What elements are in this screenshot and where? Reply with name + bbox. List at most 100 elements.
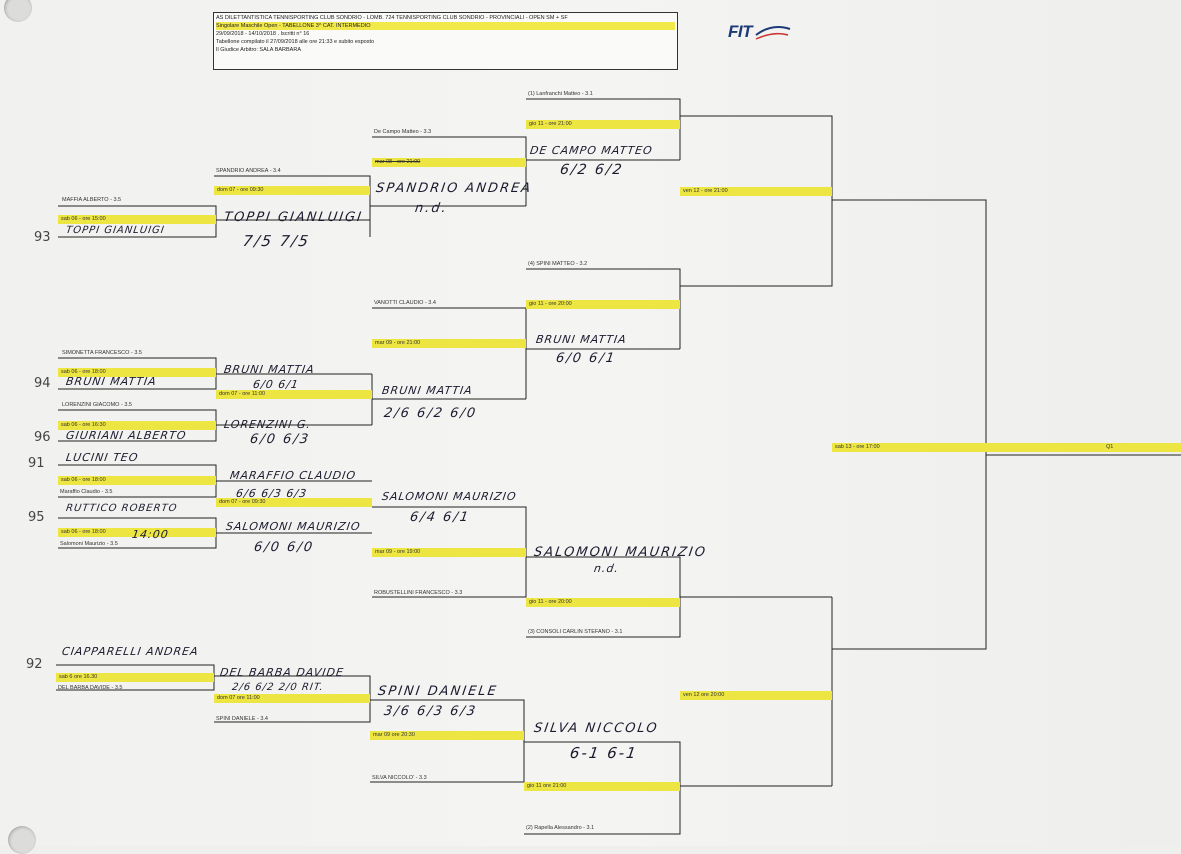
player-label: (3) CONSOLI CARLIN STEFANO - 3.1	[528, 629, 623, 635]
handwritten-score: 6/0 6/3	[248, 432, 312, 447]
qualifier-label: Q1	[1106, 444, 1114, 450]
handwritten-name: MARAFFIO CLAUDIO	[229, 469, 357, 482]
bracket-r1-f	[56, 664, 215, 691]
seed-number: 92	[26, 657, 43, 672]
handwritten-name: RUTTICO ROBERTO	[65, 503, 179, 514]
fit-swoosh-icon	[755, 26, 791, 40]
handwritten-name: CIAPPARELLI ANDREA	[61, 645, 200, 658]
schedule-bar: gio 11 - ore 20:00	[526, 598, 680, 607]
handwritten-score: 6/0 6/1	[252, 378, 300, 391]
header-line-3: 29/09/2018 - 14/10/2018 . Iscritti n° 16	[216, 31, 310, 37]
handwritten-score: 6/6 6/3 6/3	[235, 487, 309, 500]
seed-number: 95	[28, 510, 45, 525]
bracket-sf-a	[680, 115, 833, 287]
handwritten-name: SPINI DANIELE	[376, 684, 499, 699]
handwritten-name: SALOMONI MAURIZIO	[381, 490, 518, 503]
schedule-bar: mar 09 - ore 19:00	[372, 548, 526, 557]
handwritten-note: n.d.	[413, 201, 449, 216]
handwritten-name: DE CAMPO MATTEO	[529, 144, 654, 157]
schedule-bar: sab 6 ore 16.30	[56, 673, 214, 682]
handwritten-name: SALOMONI MAURIZIO	[532, 545, 708, 560]
handwritten-name: TOPPI GIANLUIGI	[65, 225, 166, 236]
handwritten-name: SPANDRIO ANDREA	[374, 181, 534, 196]
fit-logo-text: FIT	[728, 22, 753, 41]
header-line-5: Il Giudice Arbitro: SALA BARBARA	[216, 47, 301, 53]
header-line-4: Tabellone compilato il 27/09/2018 alle o…	[216, 39, 375, 45]
handwritten-name: BRUNI MATTIA	[381, 384, 474, 397]
handwritten-score: 6/0 6/1	[554, 351, 618, 366]
handwritten-score: 6/4 6/1	[408, 510, 472, 525]
player-label: (2) Rapella Alessandro - 3.1	[526, 825, 595, 831]
schedule-bar: mar 09 ore 20:30	[370, 731, 524, 740]
player-label: Salomoni Maurizio - 3.5	[60, 541, 118, 547]
schedule-bar: ven 12 ore 20:00	[680, 691, 832, 700]
fit-logo: FIT	[728, 22, 791, 42]
schedule-bar: sab 06 - ore 18:00	[58, 528, 216, 537]
handwritten-name: BRUNI MATTIA	[223, 363, 316, 376]
handwritten-name: LUCINI TEO	[65, 451, 140, 464]
schedule-bar: gio 11 ore 21:00	[524, 782, 680, 791]
schedule-bar: gio 11 - ore 20:00	[526, 300, 680, 309]
bracket-r4-d	[524, 741, 681, 835]
handwritten-score: 7/5 7/5	[241, 232, 312, 250]
handwritten-name: GIURIANI ALBERTO	[65, 429, 188, 442]
seed-number: 93	[34, 230, 51, 245]
handwritten-score: 6/0 6/0	[252, 540, 316, 555]
schedule-bar: dom 07 - ore 11:00	[216, 390, 372, 399]
qualifier-bar: Q1	[986, 443, 1181, 452]
seed-number: 96	[34, 430, 51, 445]
handwritten-score: 2/6 6/2 6/0	[382, 406, 479, 421]
player-label: De Campo Matteo - 3.3	[374, 129, 432, 135]
handwritten-name: BRUNI MATTIA	[535, 333, 628, 346]
player-label: LORENZINI GIACOMO - 3.5	[62, 402, 132, 408]
schedule-bar: sab 06 - ore 18:00	[58, 476, 216, 485]
handwritten-name: SILVA NICCOLO	[532, 721, 660, 736]
seed-number: 91	[28, 456, 45, 471]
seed-number: 94	[34, 376, 51, 391]
handwritten-score: 6/2 6/2	[558, 162, 625, 178]
schedule-bar: sab 06 - ore 15:00	[58, 215, 216, 224]
handwritten-name: SALOMONI MAURIZIO	[225, 520, 362, 533]
schedule-bar: dom 07 ore 11:00	[214, 694, 370, 703]
punch-hole-top	[4, 0, 32, 22]
header-line-2: Singolare Maschile Open - TABELLONE 3^ C…	[216, 22, 675, 30]
schedule-bar: dom 07 - ore 09:30	[216, 498, 372, 507]
player-label: VANOTTI CLAUDIO - 3.4	[374, 300, 436, 306]
player-label: SILVA NICCOLO' - 3.3	[372, 775, 427, 781]
handwritten-note: n.d.	[593, 562, 620, 575]
player-label: SIMONETTA FRANCESCO - 3.5	[62, 350, 142, 356]
handwritten-name: DEL BARBA DAVIDE	[219, 666, 345, 679]
player-label: ROBUSTELLINI FRANCESCO - 3.3	[374, 590, 463, 596]
player-label: (1) Lanfranchi Matteo - 3.1	[528, 91, 593, 97]
player-label: DEL BARBA DAVIDE - 3.5	[58, 685, 123, 691]
bracket-r2-c	[372, 506, 527, 598]
schedule-bar: ven 12 - ore 21:00	[680, 187, 832, 196]
header-line-1: AS DILETTANTISTICA TENNISPORTING CLUB SO…	[216, 15, 568, 21]
header-box: AS DILETTANTISTICA TENNISPORTING CLUB SO…	[213, 12, 678, 70]
bracket-r3-b	[526, 268, 681, 349]
schedule-bar: gio 11 - ore 21:00	[526, 120, 680, 129]
handwritten-name: LORENZINI G.	[223, 418, 312, 431]
handwritten-score: 6-1 6-1	[568, 744, 640, 762]
handwritten-score: 2/6 6/2 2/0 RIT.	[231, 682, 325, 693]
player-label: SPINI DANIELE - 3.4	[216, 716, 268, 722]
bracket-r3-a	[372, 136, 527, 206]
bracket-r2-d	[214, 675, 371, 723]
handwritten-name: BRUNI MATTIA	[65, 375, 158, 388]
bracket-r2-a	[214, 175, 371, 237]
player-label: SPANDRIO ANDREA - 3.4	[216, 168, 281, 174]
bracket-r3-d	[370, 699, 525, 783]
schedule-bar: sab 06 - ore 18:00	[58, 368, 216, 377]
bracket-final	[832, 199, 987, 650]
player-label: (4) SPINI MATTEO - 3.2	[528, 261, 588, 267]
handwritten-time: 14:00	[131, 528, 170, 541]
bracket-r1-a	[58, 205, 217, 238]
handwritten-name: TOPPI GIANLUIGI	[222, 210, 364, 225]
schedule-bar: sab 13 - ore 17:00	[832, 443, 986, 452]
handwritten-score: 3/6 6/3 6/3	[382, 704, 479, 719]
schedule-bar: mar 08 - ore 21:00	[372, 158, 526, 167]
schedule-bar: dom 07 - ore 09:30	[214, 186, 370, 195]
player-label: MAFFIA ALBERTO - 3.5	[62, 197, 122, 203]
